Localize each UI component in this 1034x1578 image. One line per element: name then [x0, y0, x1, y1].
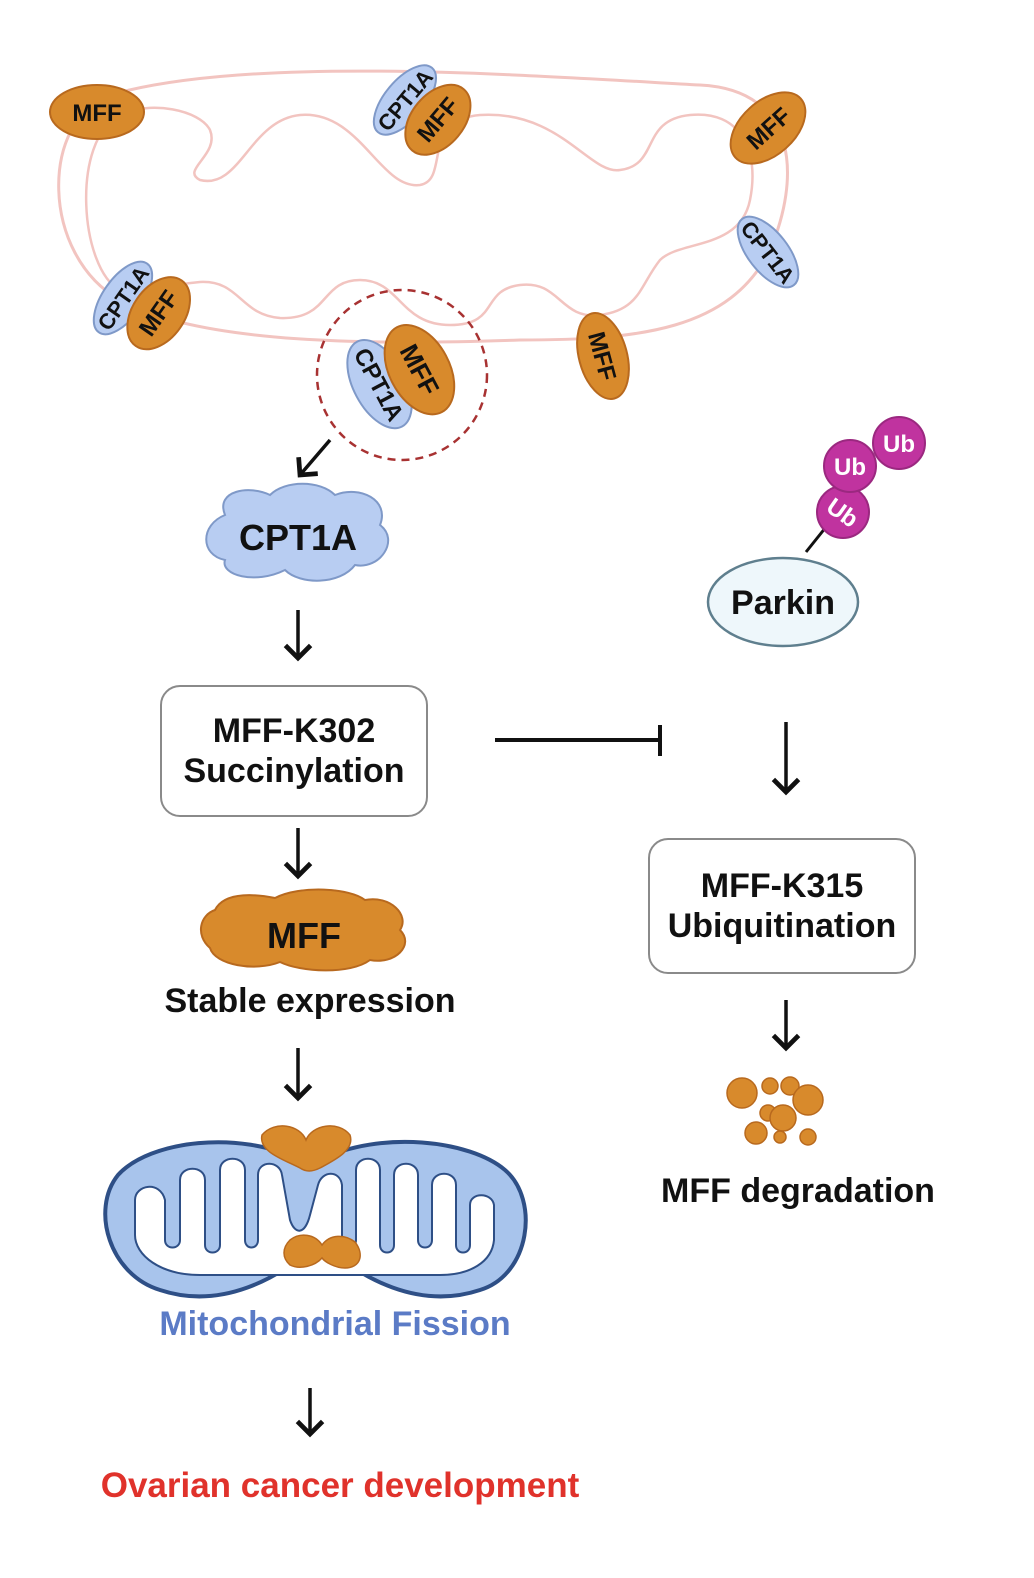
succinylation-label: Succinylation: [183, 752, 405, 790]
svg-text:Parkin: Parkin: [731, 584, 835, 622]
cpt1a-protein-right: CPT1A: [736, 215, 800, 289]
protein-fragments-icon: [726, 1076, 824, 1146]
mff-degradation-label: MFF degradation: [661, 1172, 935, 1210]
svg-text:CPT1A: CPT1A: [239, 517, 357, 558]
parkin-protein: Parkin: [706, 556, 860, 648]
ub-icon: Ub: [872, 416, 926, 470]
mff-protein-topright: MFF: [729, 91, 807, 165]
cpt1a-mff-complex-left: CPT1A MFF: [92, 260, 191, 351]
ubiquitination-label: Ubiquitination: [667, 907, 897, 945]
inhibition-bar-icon: [495, 725, 662, 756]
mitochondrion-icon: [103, 1125, 528, 1299]
cpt1a-mff-complex-highlight: CPT1A MFF: [346, 324, 456, 430]
mff-protein-stable: MFF: [200, 888, 407, 972]
ubiquitination-site-label: MFF-K315: [700, 867, 864, 905]
ubiquitination-box: MFF-K315 Ubiquitination: [648, 838, 916, 974]
mff-protein-bottom: MFF: [576, 312, 630, 400]
mff-label: MFF: [72, 100, 121, 127]
stable-expression-label: Stable expression: [164, 982, 456, 1020]
mff-protein-topleft: MFF: [49, 84, 145, 140]
svg-text:Ub: Ub: [883, 431, 915, 458]
down-arrow-icon: [296, 438, 332, 478]
ovarian-cancer-label: Ovarian cancer development: [100, 1466, 580, 1505]
succinylation-site-label: MFF-K302: [212, 712, 376, 750]
ub-icon: Ub: [823, 439, 877, 493]
ub-icon: Ub: [816, 485, 870, 539]
mitochondrion-inner-membrane: [85, 106, 754, 327]
cpt1a-protein-released: CPT1A: [205, 482, 390, 582]
cpt1a-mff-complex-top: CPT1A MFF: [373, 64, 472, 156]
mitochondrial-fission-label: Mitochondrial Fission: [159, 1305, 511, 1343]
highlight-dashed-circle: [315, 288, 489, 462]
svg-text:Ub: Ub: [834, 454, 866, 481]
svg-text:MFF: MFF: [267, 915, 341, 956]
succinylation-box: MFF-K302 Succinylation: [160, 685, 428, 817]
